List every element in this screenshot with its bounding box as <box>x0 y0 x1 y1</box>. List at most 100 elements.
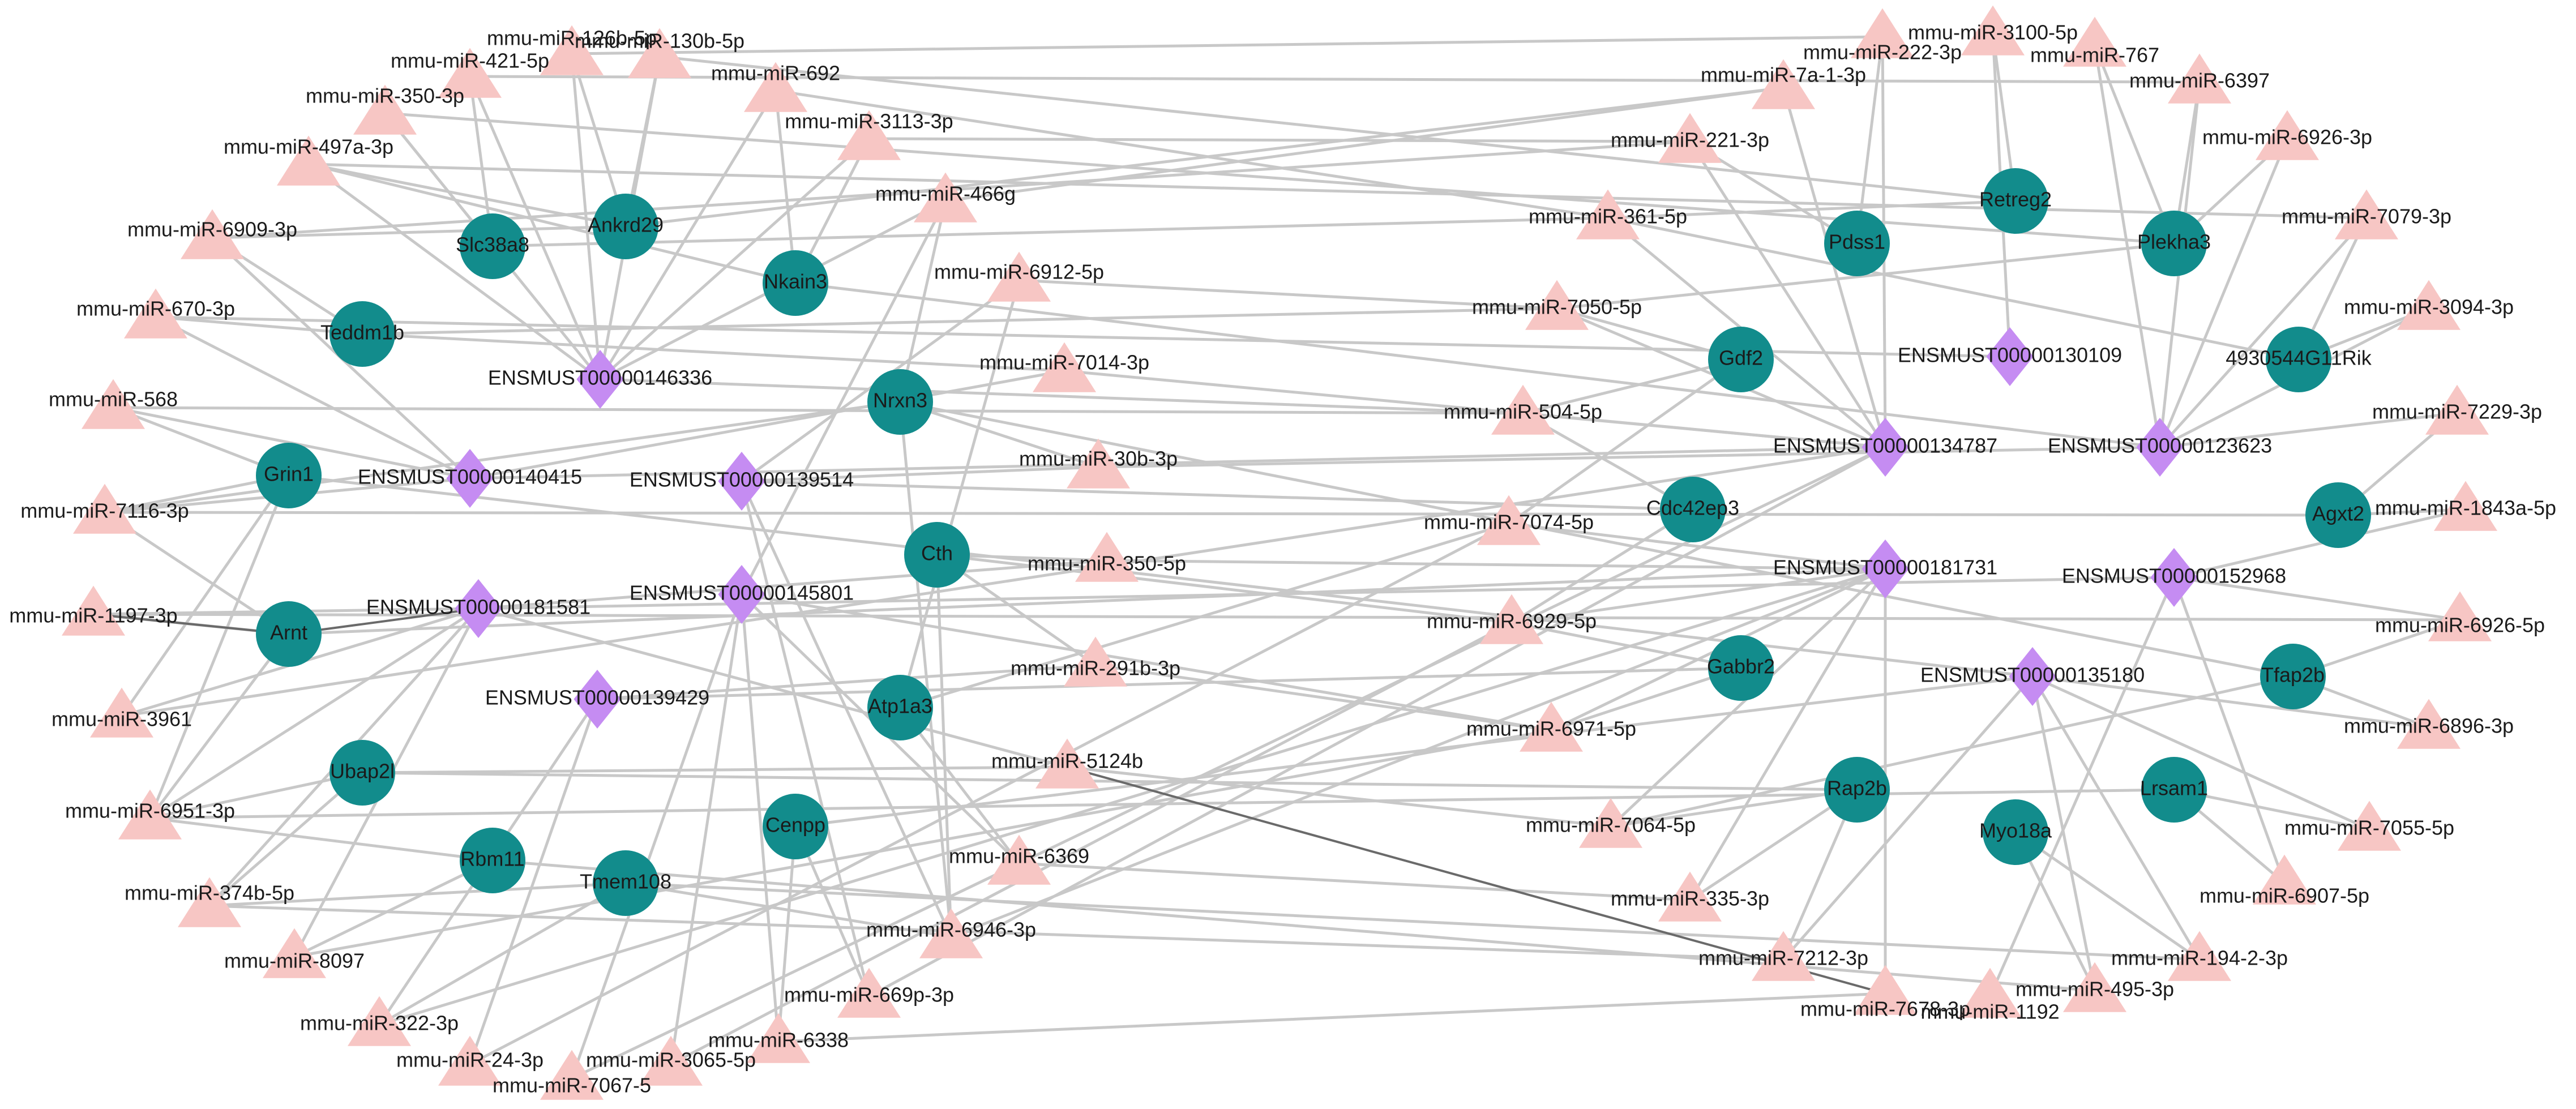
node-slc38a8-label: Slc38a8 <box>456 233 529 256</box>
labels-layer: mmu-miR-126b-5pmmu-miR-130b-5pmmu-miR-42… <box>9 21 2556 1097</box>
node-ensmust00000140415-label: ENSMUST00000140415 <box>358 465 582 489</box>
node-mmu-mir-6929-5p-label: mmu-miR-6929-5p <box>1427 610 1597 633</box>
node-mmu-mir-504-5p-triangle <box>1491 384 1555 435</box>
node-ensmust00000146336-diamond <box>576 350 624 409</box>
node-mmu-mir-669p-3p-triangle <box>837 967 901 1018</box>
edge <box>1688 568 1887 901</box>
node-mmu-mir-8097-triangle <box>263 928 326 978</box>
node-mmu-mir-495-3p-triangle <box>2063 962 2126 1012</box>
node-ensmust00000181731-diamond <box>1862 539 1909 598</box>
edge <box>898 280 1021 708</box>
node-lrsam1-circle <box>2141 757 2207 823</box>
edge <box>2031 676 2096 991</box>
edge <box>209 881 626 907</box>
edge <box>1855 36 1884 244</box>
edge <box>2159 412 2458 449</box>
node-atp1a3-circle <box>867 675 933 740</box>
node-mmu-mir-322-3p-triangle <box>348 996 411 1046</box>
node-plekha3-circle <box>2141 211 2207 276</box>
node-ensmust00000135180-label: ENSMUST00000135180 <box>1920 663 2145 687</box>
node-mmu-mir-221-3p-triangle <box>1658 113 1722 163</box>
edge <box>2159 217 2368 448</box>
edge <box>898 401 953 937</box>
node-agxt2-label: Agxt2 <box>2312 502 2364 525</box>
node-mmu-mir-6926-3p-label: mmu-miR-6926-3p <box>2202 126 2372 149</box>
node-mmu-mir-222-3p-label: mmu-miR-222-3p <box>1803 41 1962 64</box>
edge <box>1782 675 2034 961</box>
node-mmu-mir-3113-3p-triangle <box>837 110 901 160</box>
node-mmu-mir-3065-5p-triangle <box>639 1035 703 1086</box>
node-mmu-mir-3961-label: mmu-miR-3961 <box>52 708 192 731</box>
node-mmu-mir-6338-triangle <box>747 1013 810 1063</box>
edge <box>1689 788 1858 902</box>
node-mmu-mir-6951-3p-triangle <box>118 789 182 840</box>
edge <box>308 162 626 228</box>
node-tfap2b-label: Tfap2b <box>2261 663 2325 687</box>
node-mmu-mir-7074-5p-label: mmu-miR-7074-5p <box>1424 511 1594 534</box>
node-mmu-mir-7067-5-triangle <box>540 1050 604 1100</box>
node-mmu-mir-6946-3p-triangle <box>919 908 983 958</box>
node-gabbr2-circle <box>1708 635 1774 701</box>
node-pdss1-circle <box>1824 211 1890 276</box>
node-mmu-mir-1843a-5p-label: mmu-miR-1843a-5p <box>2375 496 2556 520</box>
node-ensmust00000134787-label: ENSMUST00000134787 <box>1773 434 1997 457</box>
edge <box>104 511 2339 517</box>
node-mmu-mir-6907-5p-triangle <box>2253 854 2316 905</box>
node-mmu-mir-222-3p-triangle <box>1851 8 1914 58</box>
edge <box>362 771 1858 791</box>
edge <box>1607 216 2299 361</box>
node-ensmust00000181581-label: ENSMUST00000181581 <box>366 596 590 619</box>
node-mmu-mir-670-3p-triangle <box>124 288 187 339</box>
edge <box>570 594 743 1079</box>
node-ubap2l-label: Ubap2l <box>330 760 395 783</box>
edge <box>1019 862 1691 902</box>
node-mmu-mir-692-triangle <box>744 62 807 112</box>
edge <box>294 729 1552 958</box>
node-ensmust00000139429-label: ENSMUST00000139429 <box>485 686 709 709</box>
node-arnt-label: Arnt <box>270 621 307 644</box>
node-ensmust00000152968-diamond <box>2150 548 2198 607</box>
node-mmu-mir-568-triangle <box>82 379 145 429</box>
edge <box>1688 140 1887 448</box>
edge <box>1556 242 2175 310</box>
edge <box>212 225 626 239</box>
edge <box>308 162 796 285</box>
node-mmu-mir-350-5p-triangle <box>1075 532 1139 582</box>
edge <box>362 307 1557 336</box>
node-ensmust00000140415-diamond <box>446 449 494 508</box>
edge <box>155 315 471 480</box>
node-mmu-mir-126b-5p-triangle <box>540 25 604 75</box>
node-ensmust00000181581-diamond <box>455 579 502 638</box>
edge <box>1095 663 1552 732</box>
node-mmu-mir-7678-3p-triangle <box>1854 965 1917 1015</box>
edge <box>113 406 1524 415</box>
node-mmu-mir-495-3p-label: mmu-miR-495-3p <box>2016 978 2174 1001</box>
node-mmu-mir-6909-3p-triangle <box>181 209 244 259</box>
edge <box>2173 788 2370 831</box>
node-mmu-mir-8097-label: mmu-miR-8097 <box>224 949 365 973</box>
edge <box>659 55 2016 203</box>
node-mmu-mir-5124b-triangle <box>1035 738 1099 789</box>
node-mmu-mir-7064-5p-label: mmu-miR-7064-5p <box>1526 813 1696 837</box>
node-4930544g11rik-label: 4930544G11Rik <box>2226 346 2372 370</box>
edge <box>492 216 1608 248</box>
node-mmu-mir-3094-3p-triangle <box>2397 280 2461 330</box>
node-mmu-mir-6946-3p-label: mmu-miR-6946-3p <box>866 918 1036 941</box>
node-ensmust00000134787-diamond <box>1862 418 1909 477</box>
node-ensmust00000181731-label: ENSMUST00000181731 <box>1773 556 1997 579</box>
node-ensmust00000135180-diamond <box>2009 647 2056 706</box>
node-teddm1b-circle <box>330 301 395 367</box>
edge <box>1511 621 1741 670</box>
node-ensmust00000145801-label: ENSMUST00000145801 <box>630 581 854 605</box>
node-plekha3-label: Plekha3 <box>2137 230 2211 254</box>
node-ensmust00000139514-diamond <box>718 452 765 511</box>
edge <box>478 559 1107 610</box>
node-mmu-mir-6912-5p-triangle <box>987 251 1051 302</box>
node-mmu-mir-1192-label: mmu-miR-1192 <box>1920 1000 2059 1024</box>
node-mmu-mir-3094-3p-label: mmu-miR-3094-3p <box>2344 296 2514 319</box>
edge <box>1607 199 2016 220</box>
node-mmu-mir-7067-5-label: mmu-miR-7067-5 <box>493 1074 651 1097</box>
node-retreg2-circle <box>1983 168 2048 234</box>
node-mmu-mir-466g-label: mmu-miR-466g <box>875 182 1016 205</box>
